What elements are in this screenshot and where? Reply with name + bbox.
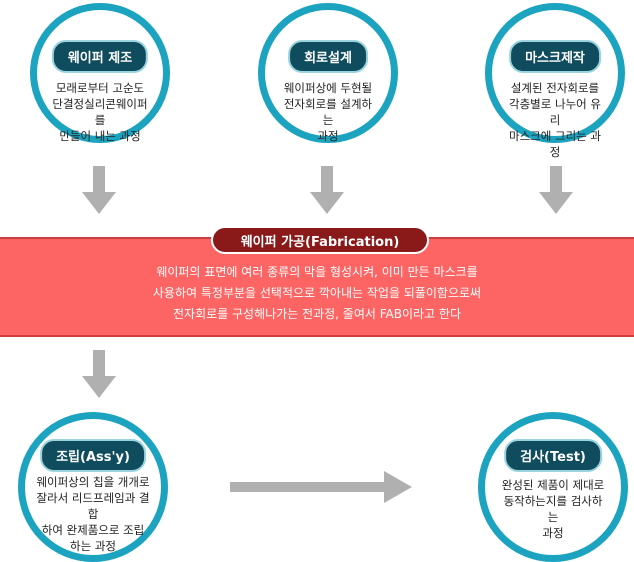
- assembly-step-description: 웨이퍼상의 칩을 개개로 잘라서 리드프레임과 결합 하여 완제품으로 조립 하…: [33, 474, 153, 554]
- fabrication-desc-line: 사용하여 특정부분을 선택적으로 깍아내는 작업을 되풀이함으로써: [152, 286, 482, 300]
- assembly-desc-line: 하는 과정: [70, 539, 116, 553]
- fabrication-desc-line: 전자회로를 구성해나가는 전과정, 줄여서 FAB이라고 한다: [172, 307, 461, 321]
- assembly-step-circle: 조립(Ass'y) 웨이퍼상의 칩을 개개로 잘라서 리드프레임과 결합 하여 …: [18, 412, 168, 562]
- assembly-step-title: 조립(Ass'y): [40, 439, 146, 472]
- mask-step-circle: 마스크제작 설계된 전자회로를 각층별로 나누어 유리 마스크에 그리는 과정: [485, 3, 625, 159]
- down-arrow-icon: [310, 166, 344, 214]
- fabrication-desc-line: 웨이퍼의 표면에 여러 종류의 막을 형성시켜, 이미 만든 마스크를: [156, 265, 478, 279]
- mask-desc-line: 각층별로 나누어 유리: [509, 97, 601, 127]
- test-desc-line: 동작하는지를 검사하는: [503, 494, 603, 524]
- right-arrow-icon: [230, 471, 412, 503]
- mask-desc-line: 설계된 전자회로를: [510, 81, 600, 95]
- wafer-desc-line: 모래로부터 고순도: [55, 81, 145, 95]
- circuit-desc-line: 웨이퍼상에 두현될: [283, 81, 373, 95]
- test-step-circle: 검사(Test) 완성된 제품이 제대로 동작하는지를 검사하는 과정: [478, 412, 628, 562]
- circuit-desc-line: 과정: [317, 129, 339, 143]
- wafer-step-description: 모래로부터 고순도 단결정실리콘웨이퍼를 만들어 내는 과정: [51, 80, 149, 144]
- circuit-step-description: 웨이퍼상에 두현될 전자회로를 설계하는 과정: [279, 80, 377, 144]
- mask-step-description: 설계된 전자회로를 각층별로 나누어 유리 마스크에 그리는 과정: [506, 80, 604, 160]
- fabrication-description: 웨이퍼의 표면에 여러 종류의 막을 형성시켜, 이미 만든 마스크를 사용하여…: [0, 262, 634, 325]
- down-arrow-icon: [82, 166, 116, 214]
- wafer-step-circle: 웨이퍼 제조 모래로부터 고순도 단결정실리콘웨이퍼를 만들어 내는 과정: [30, 3, 170, 143]
- circuit-step-title: 회로설계: [288, 40, 368, 73]
- wafer-desc-line: 단결정실리콘웨이퍼를: [52, 97, 148, 127]
- circuit-step-circle: 회로설계 웨이퍼상에 두현될 전자회로를 설계하는 과정: [258, 3, 398, 143]
- mask-desc-line: 마스크에 그리는 과정: [509, 129, 601, 159]
- wafer-step-title: 웨이퍼 제조: [51, 40, 149, 73]
- test-desc-line: 과정: [542, 526, 564, 540]
- wafer-desc-line: 만들어 내는 과정: [59, 129, 141, 143]
- down-arrow-icon: [539, 166, 573, 214]
- down-arrow-icon: [82, 350, 116, 398]
- assembly-desc-line: 웨이퍼상의 칩을 개개로: [36, 475, 150, 489]
- assembly-desc-line: 하여 완제품으로 조립: [41, 523, 145, 537]
- test-desc-line: 완성된 제품이 제대로: [501, 478, 605, 492]
- assembly-desc-line: 잘라서 리드프레임과 결합: [36, 491, 150, 521]
- test-step-description: 완성된 제품이 제대로 동작하는지를 검사하는 과정: [499, 477, 607, 541]
- mask-step-title: 마스크제작: [509, 40, 601, 73]
- circuit-desc-line: 전자회로를 설계하는: [283, 97, 373, 127]
- fabrication-title: 웨이퍼 가공(Fabrication): [211, 226, 429, 254]
- test-step-title: 검사(Test): [504, 439, 602, 472]
